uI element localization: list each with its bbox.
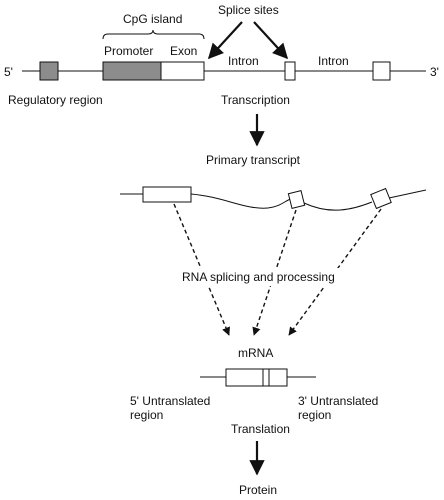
transcript-exon-3 (370, 187, 392, 210)
promoter-label: Promoter (104, 44, 153, 58)
intron-label-1: Intron (228, 54, 259, 68)
utr5-label-line2: region (130, 408, 163, 422)
transcript-exon-1 (142, 186, 192, 203)
exon-label: Exon (170, 44, 197, 58)
intron-label-2: Intron (318, 54, 349, 68)
translation-label: Translation (231, 422, 290, 436)
protein-label: Protein (239, 483, 277, 497)
transcription-label: Transcription (221, 93, 290, 107)
primary-transcript-label: Primary transcript (206, 153, 301, 167)
promoter-box (102, 61, 162, 81)
utr3-label-line1: 3' Untranslated (298, 394, 378, 408)
five-prime-label: 5' (4, 65, 13, 79)
rna-splicing-label: RNA splicing and processing (182, 270, 335, 284)
mrna-exons-box (225, 368, 288, 387)
cpg-island-label: CpG island (123, 12, 182, 26)
primary-transcript-line (120, 189, 427, 211)
cpg-island-brace (102, 29, 205, 40)
transcript-exon-2 (287, 190, 306, 209)
exon-2-box (284, 61, 296, 81)
exon-1-box (160, 61, 205, 81)
splice-site-arrow-1 (207, 21, 243, 60)
mrna-label: mRNA (238, 346, 273, 360)
exon-3-box (372, 61, 391, 81)
regulatory-region-box (39, 61, 59, 81)
utr3-label-line2: region (298, 408, 331, 422)
regulatory-region-label: Regulatory region (8, 93, 103, 107)
splicing-label-backdrop (179, 268, 379, 286)
splice-site-arrow-2 (253, 21, 289, 60)
splice-sites-label: Splice sites (218, 3, 279, 17)
utr5-label-line1: 5' Untranslated (130, 394, 210, 408)
three-prime-label: 3' (430, 65, 439, 79)
